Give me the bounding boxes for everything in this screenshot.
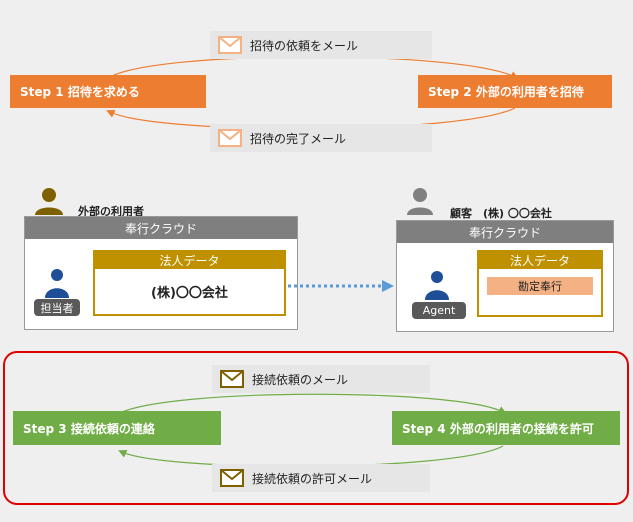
mail-request-label: 招待の依頼をメール (210, 31, 432, 59)
step2-box: Step 2 外部の利用者を招待 (418, 75, 612, 108)
mail-icon (220, 370, 244, 388)
mail-connect-request-label: 接続依頼のメール (212, 365, 430, 393)
left-owner-label: 外部の利用者 (78, 205, 144, 218)
left-corp-box: 法人データ (株)〇〇会社 (93, 250, 286, 316)
dotted-arrow (288, 280, 394, 292)
mail-icon (218, 36, 242, 54)
step1-label: Step 1 招待を求める (20, 85, 140, 99)
step4-box: Step 4 外部の利用者の接続を許可 (392, 411, 620, 445)
mail-connect-permit-label: 接続依頼の許可メール (212, 464, 430, 492)
left-app-title: 奉行クラウド (25, 217, 297, 239)
right-corp-header: 法人データ (479, 252, 601, 269)
mail-complete-text: 招待の完了メール (250, 131, 347, 146)
right-item-box: 勘定奉行 (487, 277, 593, 295)
mail-complete-label: 招待の完了メール (210, 124, 432, 152)
step4-label: Step 4 外部の利用者の接続を許可 (402, 421, 594, 436)
step2-label: Step 2 外部の利用者を招待 (428, 85, 584, 99)
person-icon (407, 188, 433, 215)
mail-icon (220, 469, 244, 487)
step3-box: Step 3 接続依頼の連絡 (13, 411, 221, 445)
right-user-tag: Agent (412, 302, 466, 319)
mail-request-text: 招待の依頼をメール (250, 38, 359, 53)
mail-connect-permit-text: 接続依頼の許可メール (252, 471, 373, 486)
left-corp-name: (株)〇〇会社 (151, 286, 228, 301)
right-owner-label: 顧客 (株) 〇〇会社 (450, 207, 552, 220)
right-corp-box: 法人データ 勘定奉行 (477, 250, 603, 317)
mail-connect-request-text: 接続依頼のメール (252, 372, 349, 387)
highlight-frame (3, 351, 629, 505)
person-icon (425, 271, 449, 300)
step3-label: Step 3 接続依頼の連絡 (23, 421, 155, 436)
left-corp-header: 法人データ (95, 252, 284, 269)
person-icon (45, 269, 69, 298)
person-icon (35, 188, 63, 215)
right-item-label: 勘定奉行 (518, 280, 562, 293)
mail-icon (218, 129, 242, 147)
step1-box: Step 1 招待を求める (10, 75, 206, 108)
left-user-tag: 担当者 (34, 299, 80, 316)
right-app-title: 奉行クラウド (397, 221, 613, 243)
